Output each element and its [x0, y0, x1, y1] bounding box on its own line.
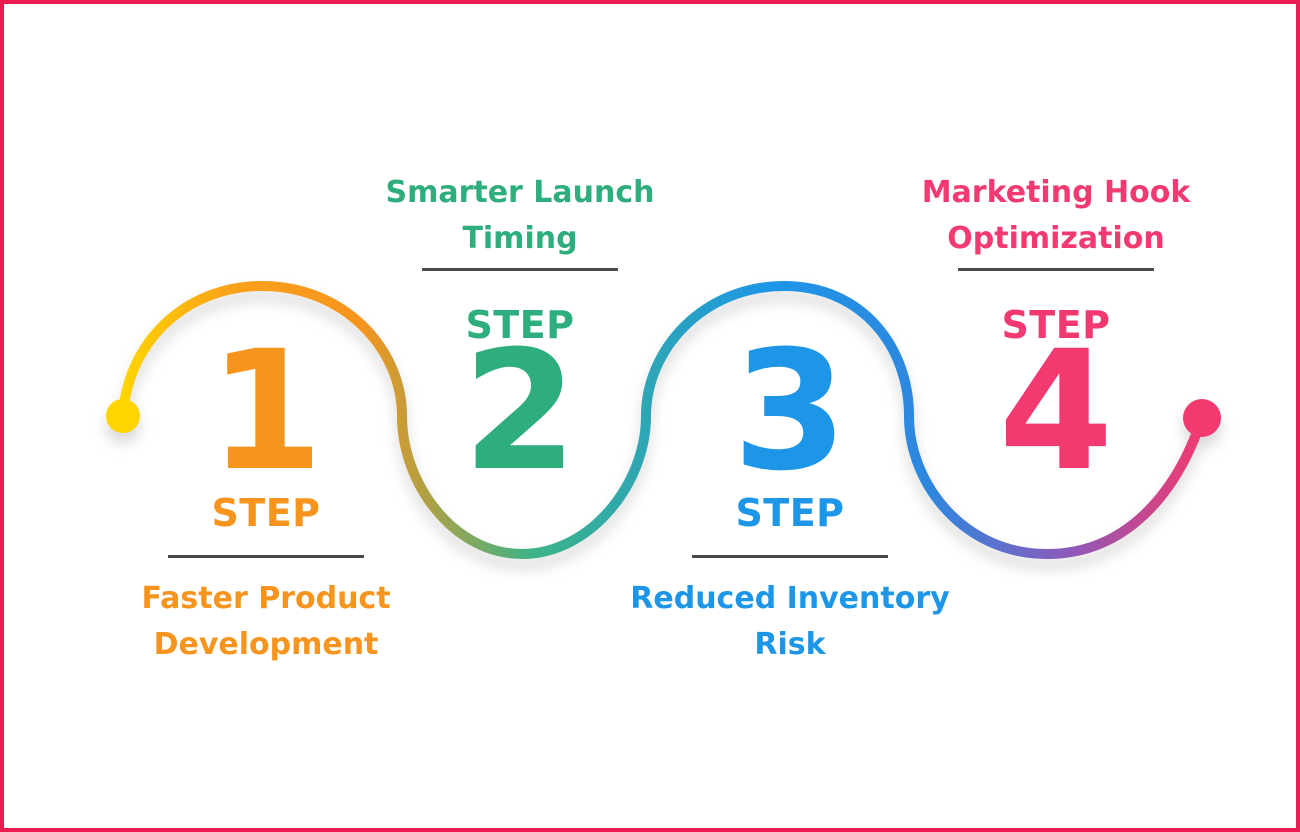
step-3: 3 STEP Reduced Inventory Risk: [610, 4, 970, 828]
step-3-step-label: STEP: [735, 491, 845, 535]
step-4-title: Marketing Hook Optimization: [921, 175, 1191, 256]
start-dot: [106, 399, 140, 433]
step-3-divider: [692, 555, 888, 558]
step-4-divider: [958, 268, 1154, 271]
step-4: Marketing Hook Optimization STEP 4: [876, 4, 1236, 828]
timeline-wave-path: [118, 280, 1207, 560]
step-4-number: 4: [998, 315, 1114, 507]
step-2-divider: [422, 268, 618, 271]
step-2: Smarter Launch Timing STEP 2: [340, 4, 700, 828]
step-2-step-label: STEP: [465, 303, 575, 347]
step-1-step-label: STEP: [211, 491, 321, 535]
timeline-curve: [106, 280, 1221, 560]
step-1-title: Faster Product Development: [141, 581, 391, 662]
step-1-number: 1: [208, 315, 324, 507]
step-1: 1 STEP Faster Product Development: [86, 4, 446, 828]
step-2-number: 2: [462, 315, 578, 507]
end-dot: [1183, 399, 1221, 437]
step-4-step-label: STEP: [1001, 303, 1111, 347]
step-2-title: Smarter Launch Timing: [385, 175, 655, 256]
step-3-number: 3: [732, 315, 848, 507]
step-3-title: Reduced Inventory Risk: [630, 581, 950, 662]
step-1-divider: [168, 555, 364, 558]
